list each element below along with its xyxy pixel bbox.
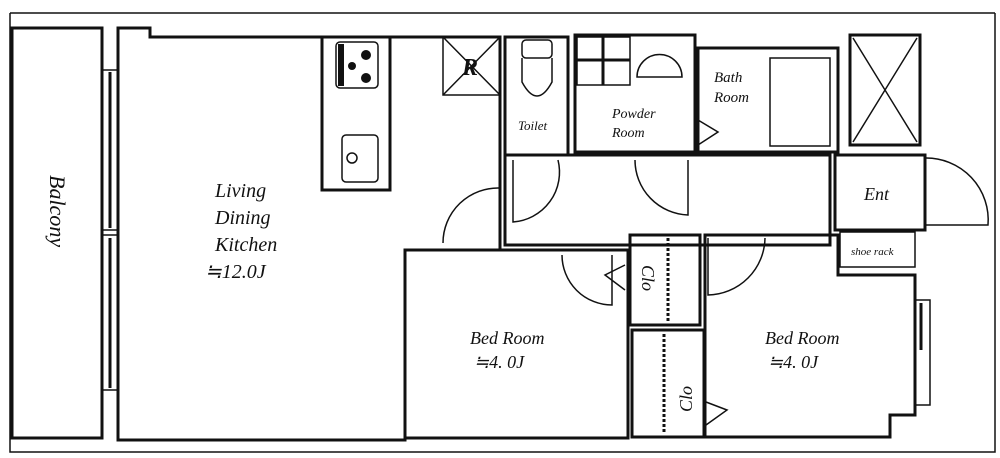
shoe-rack <box>839 231 916 268</box>
toilet-label: Toilet <box>518 118 548 133</box>
stove-panel <box>338 44 344 86</box>
refrigerator-space <box>442 36 501 96</box>
balcony-area <box>10 26 104 440</box>
stove-icon <box>335 41 379 89</box>
refrigerator-label: R <box>461 55 478 81</box>
closet-2-door-icon <box>705 401 729 426</box>
drain-icon <box>346 152 358 164</box>
refrigerator-cross-icon <box>442 36 501 96</box>
washbasin-icon <box>636 53 683 78</box>
sink-icon <box>341 134 379 183</box>
entrance <box>833 153 927 232</box>
ldk-label-dining: Dining <box>214 207 271 229</box>
ldk-label-kitchen: Kitchen <box>214 234 277 256</box>
ldk-size: ≒12.0J <box>205 261 267 283</box>
bedroom-2 <box>703 233 917 439</box>
bedroom-1-door-icon <box>561 254 613 306</box>
pipe-space <box>848 33 922 147</box>
bedroom-2-door-icon <box>707 237 766 296</box>
powder-label-1: Powder <box>611 107 656 122</box>
washer-drain-icon <box>577 37 630 85</box>
shoe-rack-label: shoe rack <box>851 246 895 258</box>
toilet-door-icon <box>512 159 561 223</box>
powder-room <box>573 33 697 154</box>
entrance-label: Ent <box>863 184 890 204</box>
outer-boundary <box>9 12 996 453</box>
burner-icon <box>361 50 371 60</box>
closet-1-label: Clo <box>638 265 658 291</box>
bath-label-1: Bath <box>714 70 742 86</box>
burner-icon <box>348 62 356 70</box>
bath-door-icon <box>697 119 720 146</box>
bedroom-1-size: ≒4. 0J <box>474 352 525 372</box>
bedroom-2-label: Bed Room <box>765 328 839 348</box>
closet-2-label: Clo <box>676 386 696 412</box>
burner-icon <box>361 73 371 83</box>
hallway <box>503 153 832 247</box>
pipe-space-cross-icon <box>852 37 918 143</box>
bedroom-1-label: Bed Room <box>470 328 544 348</box>
bedroom-1 <box>403 248 630 440</box>
bath-label-2: Room <box>713 90 749 106</box>
bath-room <box>696 46 840 154</box>
powder-door-icon <box>634 159 689 216</box>
bathtub-icon <box>769 57 831 147</box>
closet-2 <box>630 328 706 439</box>
kitchen-counter <box>320 35 392 192</box>
powder-label-2: Room <box>611 126 645 141</box>
ldk-label-living: Living <box>214 180 266 202</box>
bedroom-2-window <box>914 299 931 406</box>
closet-1 <box>628 233 702 327</box>
toilet-bowl-icon <box>521 58 553 97</box>
closet-1-door-icon <box>603 264 626 291</box>
bedroom-2-size: ≒4. 0J <box>768 352 819 372</box>
toilet-tank-icon <box>521 39 553 59</box>
ldk-door-icon <box>442 187 501 244</box>
balcony-label: Balcony <box>45 175 70 247</box>
entrance-door-icon <box>924 157 989 226</box>
